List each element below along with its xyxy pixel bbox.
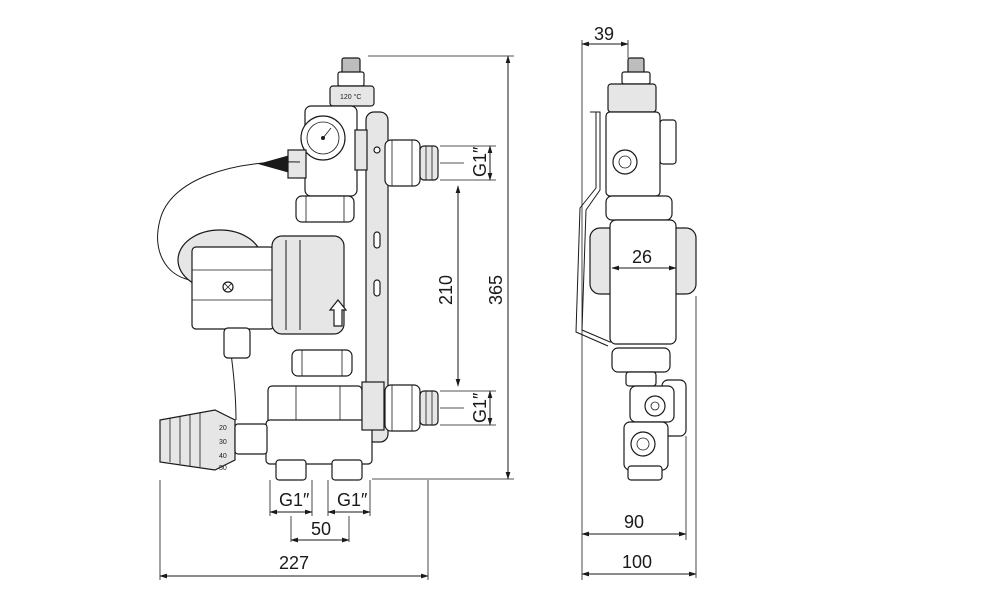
bottom-outlet-left [275,459,307,481]
supply-union-nut [384,139,439,187]
thermometer-scale-label: 120 °C [340,93,361,101]
dim-50: 50 [311,519,331,539]
side-bracket [581,111,612,343]
dim-thread-left: G1″ [279,490,310,510]
side-pump-body [609,219,677,345]
return-connector [361,381,385,431]
upper-pump-nut [295,195,355,223]
side-outlet-icon [630,431,656,457]
return-union-nut [384,384,439,432]
side-upper-nut [605,195,673,221]
side-bracket-inner [575,111,609,347]
dim-thread-top: G1″ [470,146,490,177]
pipe-connector [354,129,368,171]
side-thermometer [659,119,677,165]
dim-100: 100 [622,552,652,572]
valve-scale-20: 20 [219,425,227,432]
side-vent-body [607,83,657,113]
valve-scale-50: 50 [219,465,227,472]
sensor-port [287,149,307,179]
dim-thread-right: G1″ [337,490,368,510]
mounting-bracket [365,111,389,443]
side-dimensions: 39 26 90 100 [581,24,697,580]
front-dimensions: G1″ G1″ 50 227 365 210 G1″ G1″ [159,55,514,580]
capillary-tube [157,161,301,281]
side-view [575,57,697,481]
air-vent: 120 °C [329,57,375,107]
dim-26: 26 [632,247,652,267]
bottom-outlet-right [331,459,363,481]
valve-scale-30: 30 [219,439,227,446]
dim-thread-lower: G1″ [470,392,490,423]
valve-scale-40: 40 [219,453,227,460]
thermometer-icon [300,115,346,161]
bracket-screw [373,146,381,154]
lower-pump-nut [291,349,353,377]
side-port-icon [612,149,638,175]
thermostatic-head-icon: 20 30 40 50 [159,409,268,472]
dim-227: 227 [279,553,309,573]
bracket-slot [373,231,381,249]
dim-365: 365 [486,275,506,305]
side-lower-nut [611,347,671,373]
flow-arrow-icon [258,155,290,173]
bottom-manifold [265,419,373,465]
dim-39: 39 [594,24,614,44]
side-bottom-outlet [627,465,663,481]
dim-210: 210 [436,275,456,305]
front-view: 120 °C [157,57,439,481]
bracket-slot [373,279,381,297]
circulation-pump-icon [177,229,348,359]
dim-90: 90 [624,512,644,532]
